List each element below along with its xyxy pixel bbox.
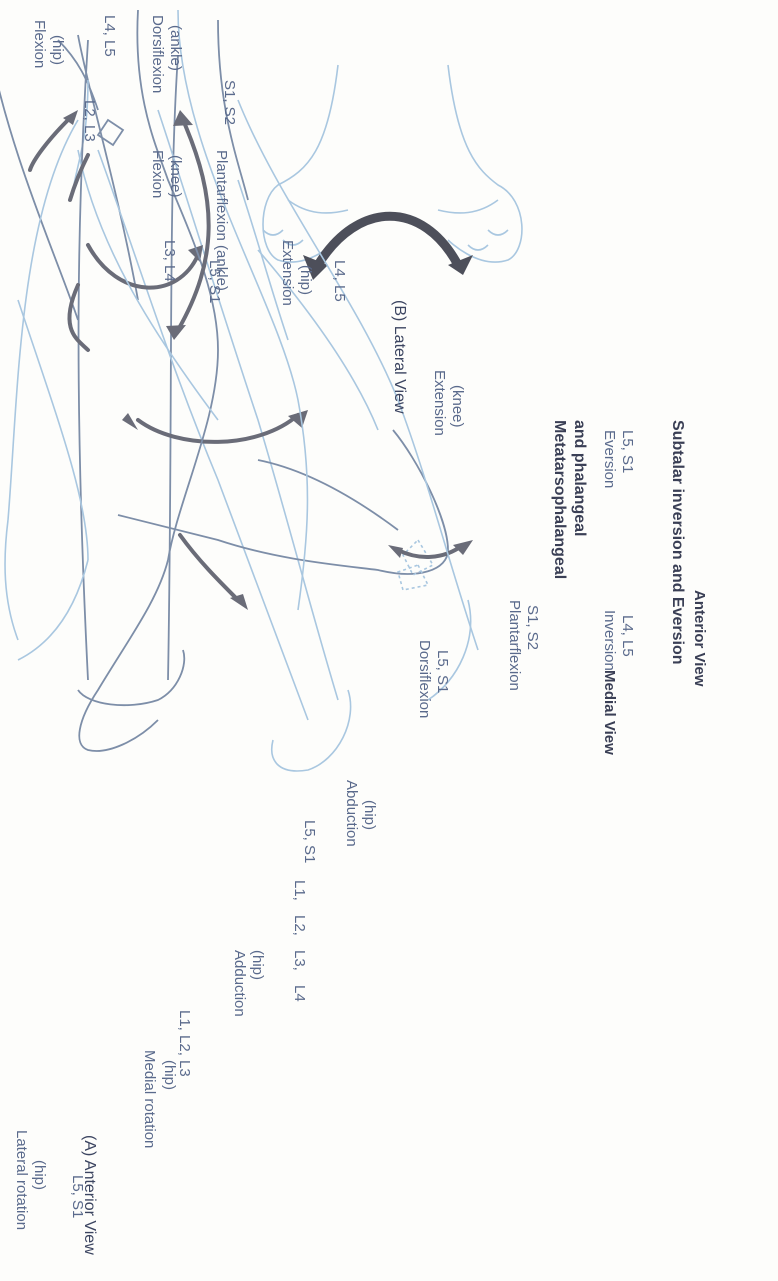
eversion-label: Eversion — [601, 430, 618, 488]
subtalar-title: Subtalar inversion and Eversion — [669, 420, 686, 665]
panel-b-caption: (B) Lateral View — [391, 300, 408, 414]
inversion-levels: L4, L5 — [619, 615, 636, 657]
flexion-knee-levels: L3, L4 — [161, 240, 178, 282]
eversion-levels: L5, S1 — [619, 430, 636, 473]
abduction-levels: L5, S1 — [301, 820, 318, 863]
flexion-knee-sub: (knee) — [167, 155, 184, 198]
plantarflexion-toe-label: Plantarflexion — [506, 600, 523, 691]
adduction-level-4: L4 — [291, 985, 308, 1002]
lateral-rotation-sub: (hip) — [31, 1160, 48, 1190]
plantarflexion-ankle-levels: S1, S2 — [221, 80, 238, 125]
subtalar-feet-drawing — [263, 65, 522, 262]
panel-a-caption: (A) Anterior View — [81, 1135, 98, 1255]
subtalar-view: Anterior View — [691, 590, 708, 686]
adduction-sub: (hip) — [249, 950, 266, 980]
lateral-rotation-label: Lateral rotation — [13, 1130, 30, 1230]
dorsiflexion-ankle-label: Dorsiflexion — [149, 15, 166, 93]
extension-hip-label: Extension — [279, 240, 296, 306]
flexion-hip-label: Flexion — [31, 20, 48, 68]
adduction-level-2: L2, — [291, 915, 308, 936]
medial-foot-drawing — [118, 430, 448, 590]
flexion-hip-levels: L2, L3 — [81, 100, 98, 142]
flexion-knee-label: Flexion — [149, 150, 166, 198]
medial-rotation-levels: L1, L2, L3 — [176, 1010, 193, 1077]
extension-hip-levels: L4, L5 — [331, 260, 348, 302]
dorsiflexion-ankle-sub: (ankle) — [167, 25, 184, 71]
dorsiflexion-toe-label: Dorsiflexion — [416, 640, 433, 718]
mtp-title-1: Metatarsophalangeal — [551, 420, 568, 579]
abduction-label: Abduction — [343, 780, 360, 847]
flexion-hip-sub: (hip) — [49, 35, 66, 65]
medial-rotation-label: Medial rotation — [141, 1050, 158, 1148]
rotation-arrow — [88, 245, 198, 288]
abduction-sub: (hip) — [361, 800, 378, 830]
extension-hip-sub: (hip) — [297, 265, 314, 295]
adduction-level-3: L3, — [291, 950, 308, 971]
dorsiflexion-toe-levels: L5, S1 — [434, 650, 451, 693]
extension-knee-sub: (knee) — [449, 385, 466, 428]
inversion-eversion-arrow — [318, 216, 458, 265]
adduction-level-1: L1, — [291, 880, 308, 901]
dorsiflexion-ankle-levels: L4, L5 — [101, 15, 118, 57]
rotated-leg — [8, 120, 78, 520]
plantarflexion-toe-levels: S1, S2 — [524, 605, 541, 650]
mtp-title-2: and phalangeal — [571, 420, 588, 536]
plantarflexion-ankle-label: Plantarflexion (ankle) — [213, 150, 230, 291]
medial-view-label: Medial View — [601, 670, 618, 755]
left-leg-inner — [168, 55, 178, 680]
extension-knee-label: Extension — [431, 370, 448, 436]
inversion-label: Inversion — [601, 610, 618, 671]
adduction-label: Adduction — [231, 950, 248, 1017]
pelvis-mark — [98, 120, 123, 145]
